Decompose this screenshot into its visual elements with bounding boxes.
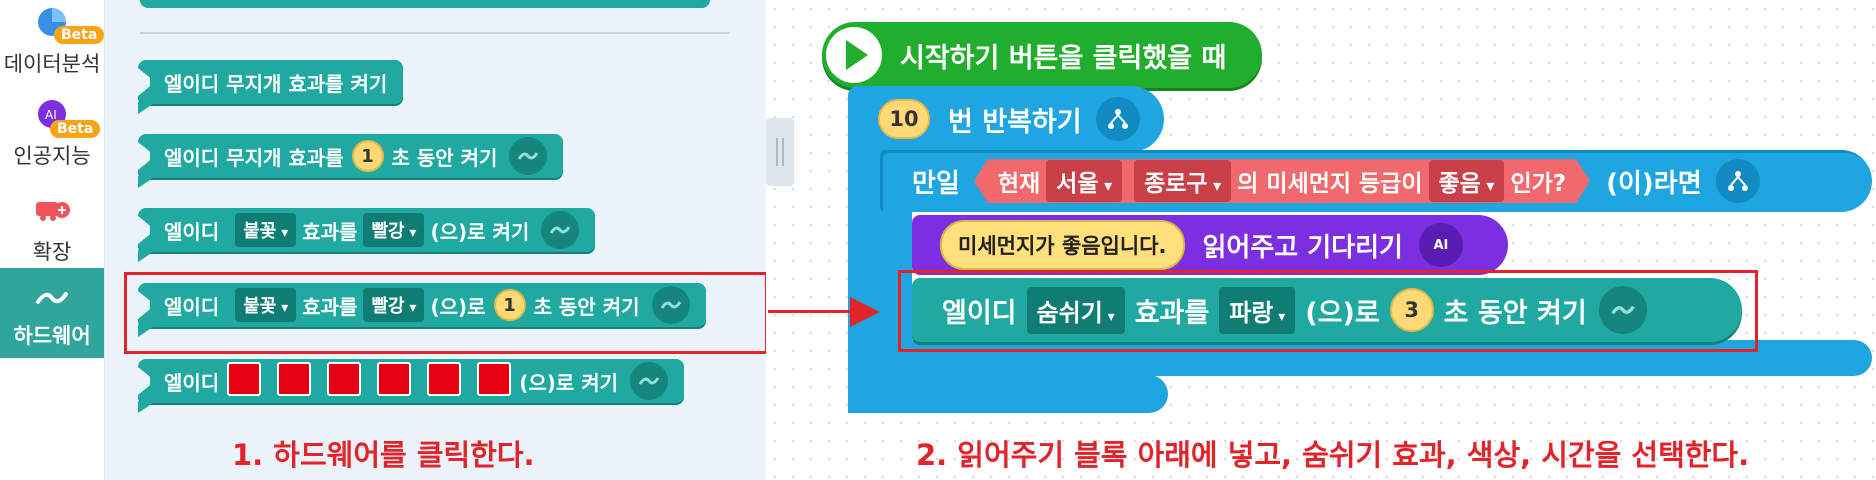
block-text: 엘이디 무지개 효과를 켜기 <box>164 71 388 96</box>
district-dropdown[interactable]: 종로구 <box>1134 160 1231 202</box>
start-event-block[interactable]: 시작하기 버튼을 클릭했을 때 <box>822 22 1262 88</box>
color-swatch[interactable] <box>427 361 462 396</box>
block-text: 엘이디 <box>164 370 220 395</box>
led-effect-timed-block[interactable]: 엘이디 숨쉬기 효과를 파랑 (으)로 3 초 동안 켜기 <box>912 278 1742 342</box>
highlight-box-canvas <box>898 270 1758 352</box>
category-sidebar: Beta 데이터분석 AI Beta 인공지능 확장 하드웨어 <box>0 0 105 480</box>
repeat-count-input[interactable]: 10 <box>878 99 930 139</box>
block-cutoff <box>140 0 710 8</box>
effect-dropdown[interactable]: 붙꽃 <box>235 213 297 247</box>
caption-step-2: 2. 읽어주기 블록 아래에 넣고, 숨쉬기 효과, 색상, 시간을 선택한다. <box>916 438 1750 472</box>
block-text: 초 동안 켜기 <box>391 145 498 170</box>
category-label: 데이터분석 <box>3 52 101 76</box>
block-text: 엘이디 <box>164 219 220 244</box>
category-label: 확장 <box>32 240 72 264</box>
category-ai[interactable]: AI Beta 인공지능 <box>0 90 104 170</box>
speak-and-wait-block[interactable]: 미세먼지가 좋음입니다. 읽어주고 기다리기 AI <box>912 215 1508 275</box>
flow-icon <box>1095 97 1140 141</box>
category-hardware[interactable]: 하드웨어 <box>0 268 104 358</box>
seconds-input[interactable]: 1 <box>351 140 384 172</box>
beta-badge: Beta <box>54 26 105 44</box>
flow-icon <box>1715 159 1760 203</box>
block-text: 시작하기 버튼을 클릭했을 때 <box>900 42 1227 74</box>
block-text: 엘이디 <box>942 297 1017 329</box>
condition-text: 인가? <box>1510 171 1567 197</box>
hardware-icon <box>541 211 580 249</box>
grade-dropdown[interactable]: 좋음 <box>1429 160 1505 202</box>
ai-icon: AI <box>1418 223 1463 267</box>
fine-dust-condition[interactable]: 현재 서울 종로구 의 미세먼지 등급이 좋음 인가? <box>974 159 1590 203</box>
block-led-effect-color[interactable]: 엘이디 붙꽃 효과를 빨강 (으)로 켜기 <box>138 208 596 262</box>
block-text: 효과를 <box>1134 297 1210 329</box>
block-text: (으)로 켜기 <box>519 370 619 395</box>
block-text: 초 동안 켜기 <box>1443 297 1587 329</box>
truck-add-icon <box>36 202 70 221</box>
city-dropdown[interactable]: 서울 <box>1046 160 1122 202</box>
category-extension[interactable]: 확장 <box>0 186 104 266</box>
arrow-head <box>850 297 880 327</box>
effect-dropdown[interactable]: 숨쉬기 <box>1026 286 1125 334</box>
color-swatch[interactable] <box>327 361 362 396</box>
block-text: (으)로 <box>430 294 486 319</box>
block-led-rainbow-on[interactable]: 엘이디 무지개 효과를 켜기 <box>138 60 404 114</box>
color-dropdown[interactable]: 빨강 <box>363 213 425 247</box>
beta-badge: Beta <box>50 120 101 138</box>
block-text: (으)로 <box>1305 297 1380 329</box>
repeat-block[interactable]: 10 번 반복하기 <box>848 86 1164 152</box>
palette-resize-handle[interactable] <box>766 118 794 186</box>
block-text: 엘이디 무지개 효과를 <box>164 145 344 170</box>
block-text: (으)로 켜기 <box>430 219 530 244</box>
hardware-icon <box>630 362 669 400</box>
color-dropdown[interactable]: 빨강 <box>363 288 425 322</box>
block-led-colors[interactable]: 엘이디 (으)로 켜기 <box>138 359 685 413</box>
block-text: (이)라면 <box>1606 168 1702 199</box>
loop-body <box>848 140 882 412</box>
speak-text-input[interactable]: 미세먼지가 좋음입니다. <box>940 220 1185 270</box>
loop-footer <box>848 375 1168 413</box>
palette-divider <box>140 32 730 34</box>
category-label: 인공지능 <box>13 144 91 168</box>
color-dropdown[interactable]: 파랑 <box>1219 286 1296 334</box>
color-swatch[interactable] <box>227 361 262 396</box>
seconds-input[interactable]: 1 <box>493 289 526 321</box>
if-block[interactable]: 만일 현재 서울 종로구 의 미세먼지 등급이 좋음 인가? (이)라면 <box>880 150 1872 212</box>
block-text: 초 동안 켜기 <box>533 294 640 319</box>
effect-dropdown[interactable]: 붙꽃 <box>235 288 297 322</box>
block-led-rainbow-timed[interactable]: 엘이디 무지개 효과를 1 초 동안 켜기 <box>138 134 564 188</box>
block-text: 효과를 <box>302 219 358 244</box>
block-text: 읽어주고 기다리기 <box>1202 232 1403 263</box>
category-data-analysis[interactable]: Beta 데이터분석 <box>0 0 105 80</box>
block-text: 만일 <box>912 168 960 199</box>
svg-text:AI: AI <box>45 108 57 122</box>
seconds-input[interactable]: 3 <box>1389 288 1434 332</box>
category-label: 하드웨어 <box>13 324 91 348</box>
if-footer <box>880 340 1872 376</box>
play-icon <box>826 27 882 83</box>
block-text: 효과를 <box>302 294 358 319</box>
hardware-icon <box>36 292 68 304</box>
arrow-line <box>768 310 850 313</box>
hardware-icon <box>651 286 690 324</box>
hardware-icon <box>1598 286 1647 334</box>
color-swatches[interactable] <box>219 361 519 401</box>
caption-step-1: 1. 하드웨어를 클릭한다. <box>232 438 535 472</box>
hardware-icon <box>509 137 548 175</box>
highlight-box-palette <box>124 272 768 354</box>
condition-text: 현재 <box>997 171 1041 197</box>
block-text: 엘이디 <box>164 294 220 319</box>
color-swatch[interactable] <box>377 361 412 396</box>
condition-text: 의 미세먼지 등급이 <box>1237 171 1423 197</box>
block-led-effect-color-timed[interactable]: 엘이디 붙꽃 효과를 빨강 (으)로 1 초 동안 켜기 <box>138 283 706 337</box>
color-swatch[interactable] <box>477 361 512 396</box>
block-text: 번 반복하기 <box>948 106 1082 138</box>
color-swatch[interactable] <box>277 361 312 396</box>
